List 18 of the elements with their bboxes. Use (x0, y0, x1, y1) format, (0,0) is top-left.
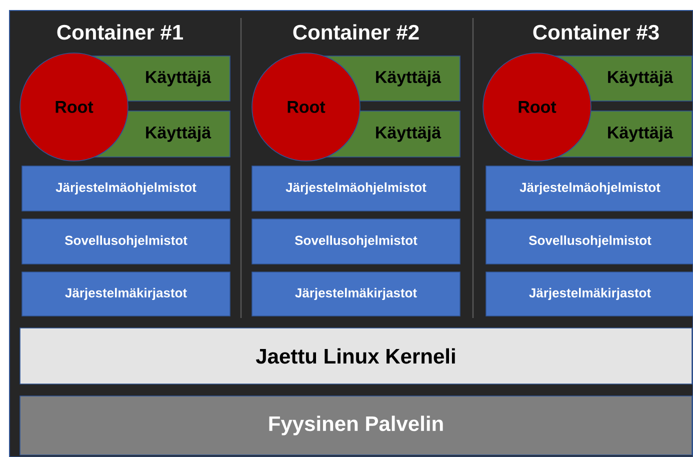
kernel-bar: Jaettu Linux Kerneli (20, 328, 692, 384)
software-box: Järjestelmäkirjastot (22, 272, 230, 316)
software-box: Sovellusohjelmistot (252, 218, 460, 264)
user-box: Käyttäjä (326, 110, 460, 158)
software-box: Järjestelmäohjelmistot (252, 166, 460, 212)
software-box: Järjestelmäkirjastot (486, 272, 693, 316)
software-box: Järjestelmäohjelmistot (22, 166, 230, 212)
column-heading: Container #1 (57, 24, 183, 40)
column-heading: Container #2 (293, 24, 419, 40)
software-box: Järjestelmäohjelmistot (486, 166, 693, 212)
software-box: Järjestelmäkirjastot (252, 272, 460, 316)
software-box: Sovellusohjelmistot (22, 218, 230, 264)
software-box: Sovellusohjelmistot (486, 218, 693, 264)
user-box: Käyttäjä (94, 110, 230, 158)
server-bar: Fyysinen Palvelin (20, 396, 692, 456)
column-heading: Container #3 (533, 24, 659, 40)
user-box: Käyttäjä (323, 56, 460, 102)
user-box: Käyttäjä (91, 56, 230, 102)
